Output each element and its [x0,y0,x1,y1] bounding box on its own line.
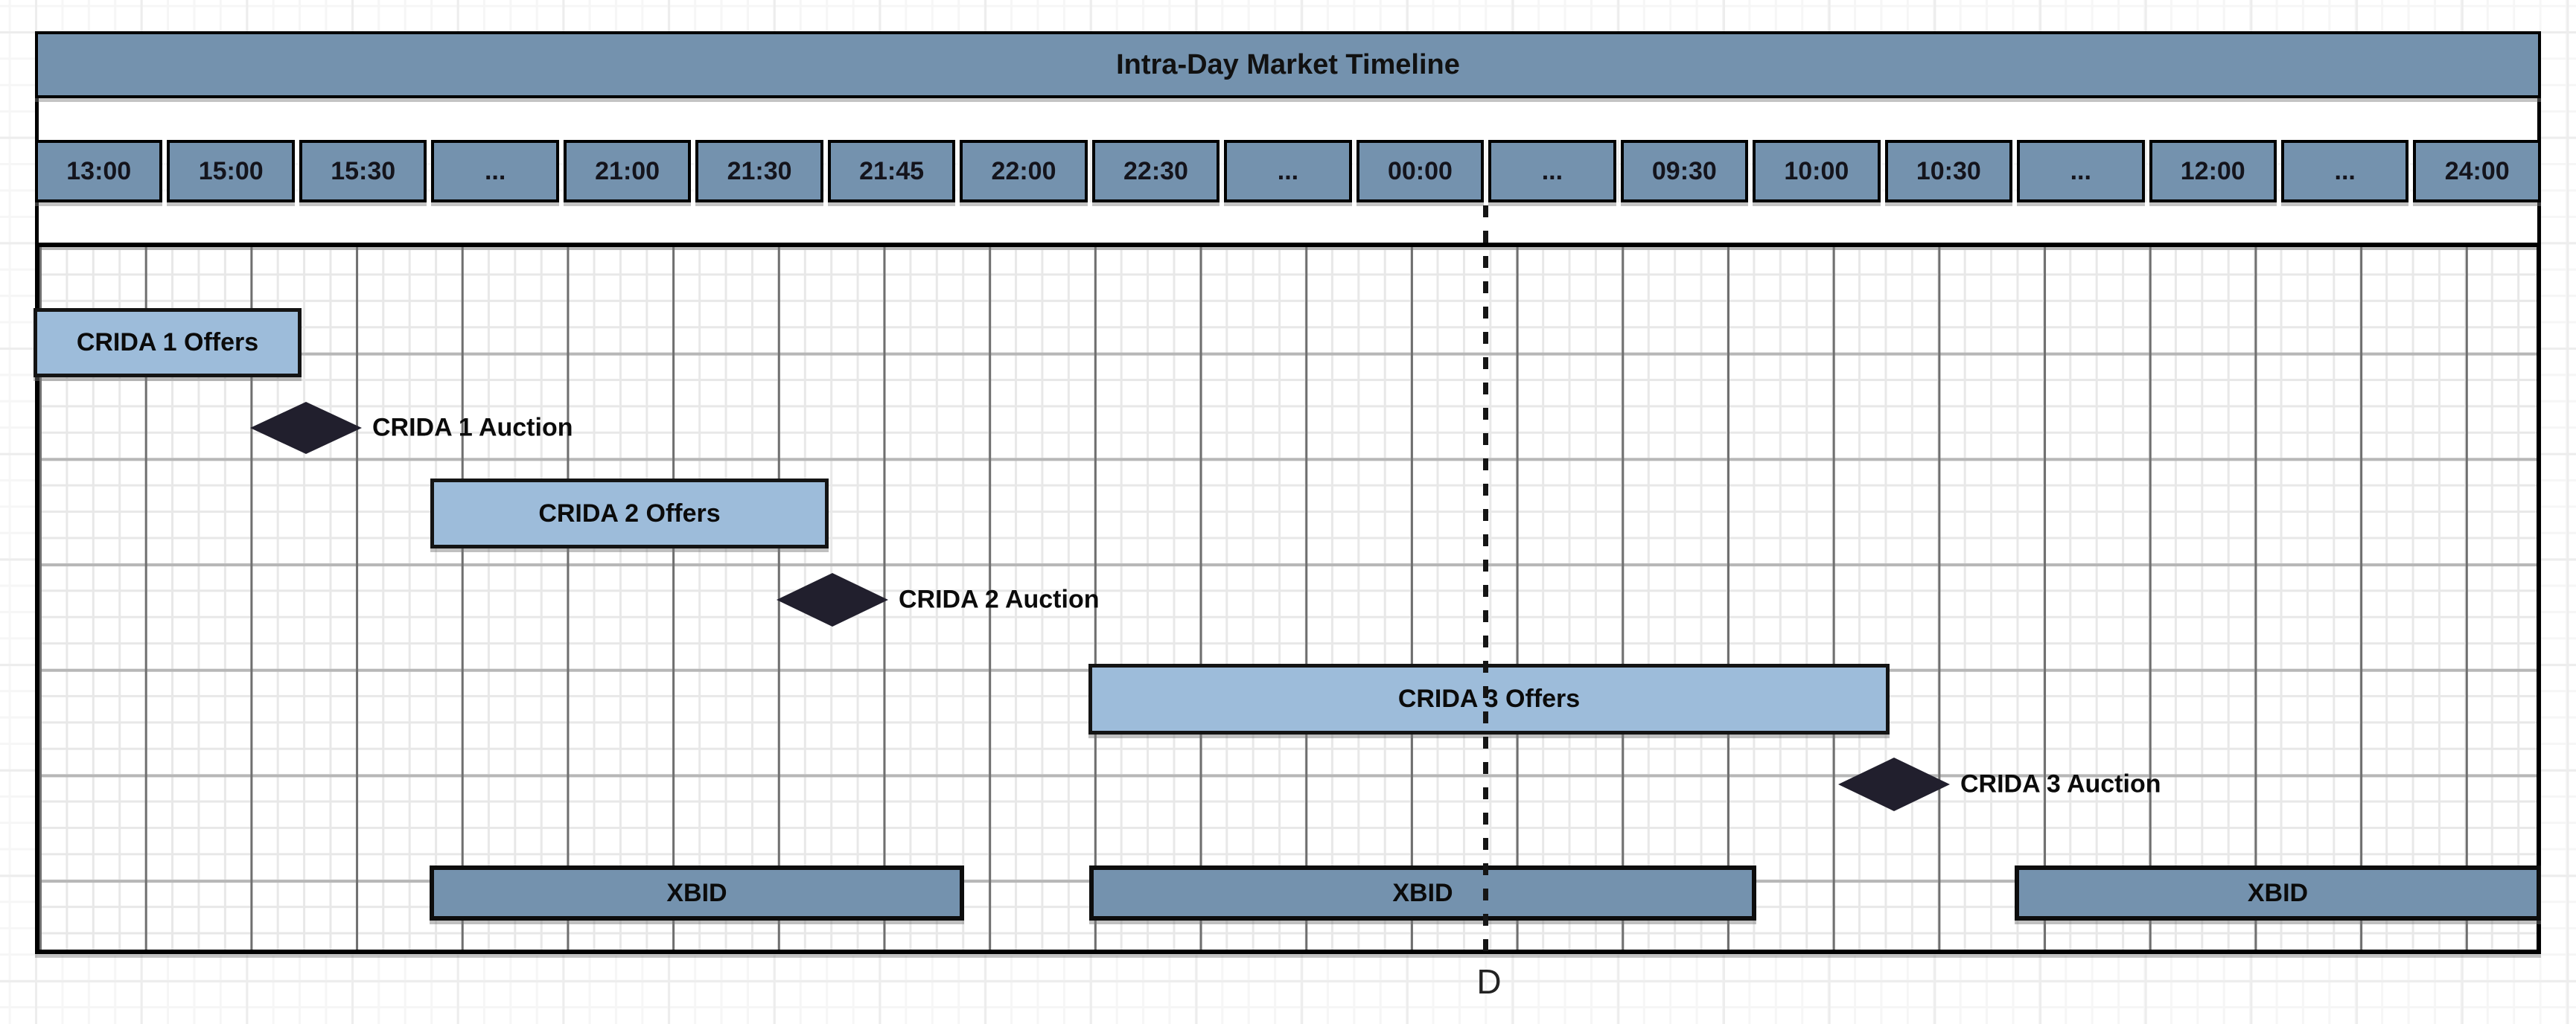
time-cell: ... [1488,140,1616,202]
spacer-row-bottom [35,202,2541,243]
time-cell: 10:00 [1753,140,1881,202]
crida-3-auction-label: CRIDA 3 Auction [1960,769,2161,799]
day-boundary-dashed-line [1483,205,1488,953]
time-cell: 22:30 [1091,140,1220,202]
day-label: D [1476,962,1502,1001]
xbid-1-bar: XBID [430,865,964,921]
crida-2-auction-label: CRIDA 2 Auction [899,585,1100,614]
crida-2-auction-diamond [777,573,888,627]
time-cell: 09:30 [1620,140,1749,202]
time-cell: ... [2280,140,2409,202]
time-cell: 00:00 [1356,140,1485,202]
time-cell: 10:30 [1884,140,2013,202]
time-cell: 21:30 [695,140,823,202]
chart-area [35,243,2541,954]
xbid-2-bar: XBID [1089,865,1756,921]
time-cell: 15:30 [299,140,427,202]
time-cell: 22:00 [960,140,1088,202]
time-cell: ... [431,140,559,202]
time-cell: ... [1224,140,1352,202]
diagram-title: Intra-Day Market Timeline [1116,48,1460,80]
crida-3-auction-diamond [1838,758,1950,811]
crida-1-auction-label: CRIDA 1 Auction [372,413,573,442]
crida-1-auction-diamond [250,402,362,454]
crida-2-offers-bar: CRIDA 2 Offers [430,479,829,548]
time-cell: 13:00 [35,140,163,202]
time-cell: 12:00 [2149,140,2277,202]
time-cell: 15:00 [167,140,295,202]
time-cell: 24:00 [2413,140,2541,202]
time-cell: 21:00 [563,140,692,202]
xbid-3-bar: XBID [2015,865,2541,921]
crida-1-offers-bar: CRIDA 1 Offers [34,308,302,377]
spacer-row-top [35,98,2541,140]
crida-3-offers-bar: CRIDA 3 Offers [1088,664,1890,735]
title-bar: Intra-Day Market Timeline [35,31,2541,98]
time-cell: 21:45 [827,140,956,202]
time-cell: ... [2017,140,2145,202]
